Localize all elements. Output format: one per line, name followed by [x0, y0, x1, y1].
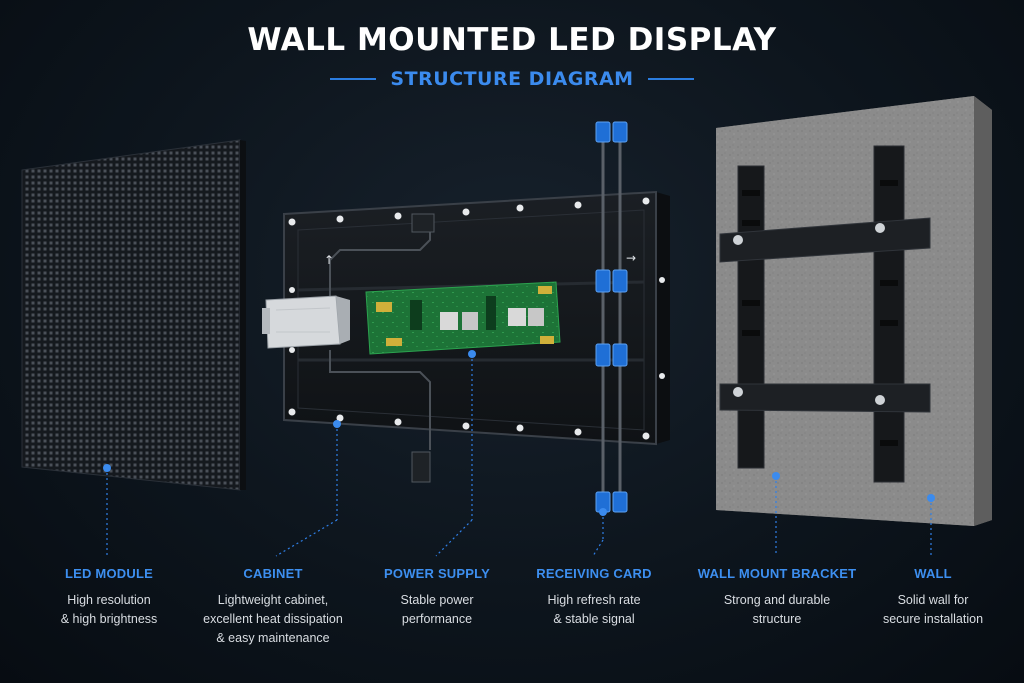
leader-dots [103, 350, 935, 516]
wall-block [716, 96, 992, 526]
label-wall-mount-bracket: WALL MOUNT BRACKET Strong and durable st… [697, 566, 857, 626]
subtitle-row: STRUCTURE DIAGRAM [0, 68, 1024, 90]
label-receiving-card: RECEIVING CARD High refresh rate & stabl… [536, 566, 652, 626]
leader-lines [106, 354, 932, 557]
label-power-supply: POWER SUPPLY Stable power performance [384, 566, 490, 626]
led-module-panel [21, 139, 246, 491]
svg-text:→: → [626, 251, 636, 265]
label-cabinet: CABINET Lightweight cabinet, excellent h… [203, 566, 343, 645]
label-led-module: LED MODULE High resolution & high bright… [60, 566, 158, 626]
svg-text:↑: ↑ [324, 253, 334, 267]
receiving-card-board [365, 281, 561, 355]
alignment-rods [595, 121, 628, 513]
page-title: WALL MOUNTED LED DISPLAY [247, 22, 777, 58]
subtitle-rule-right [647, 78, 694, 80]
subtitle-rule-left [330, 78, 377, 80]
label-wall: WALL Solid wall for secure installation [882, 566, 984, 626]
power-supply-unit [262, 295, 350, 349]
wall-mount-bracket [719, 145, 931, 483]
page-subtitle: STRUCTURE DIAGRAM [390, 68, 634, 90]
